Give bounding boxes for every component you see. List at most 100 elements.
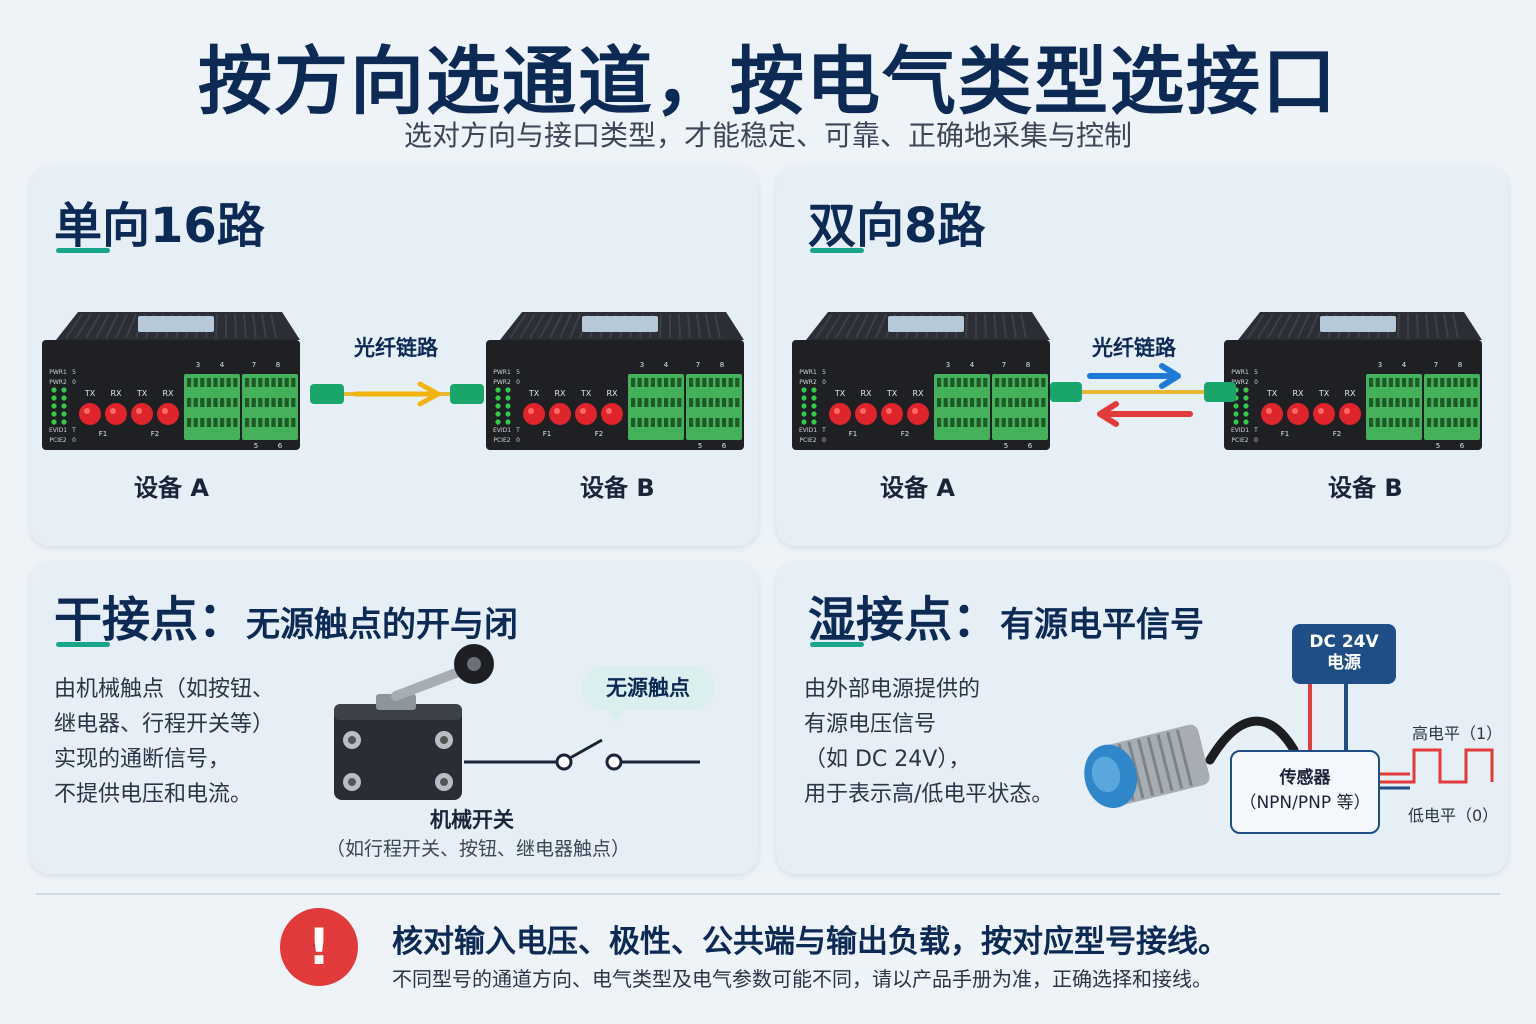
terminal-number: 8 — [276, 361, 280, 369]
fiber-port-label: F2 — [595, 430, 603, 438]
status-led — [51, 387, 57, 393]
panel-wet-contact — [776, 562, 1508, 874]
device-b-label-two-way: 设备 B — [1328, 474, 1403, 502]
led-digit: T — [1253, 427, 1258, 434]
fiber-port — [79, 403, 101, 425]
contact-switch-symbol — [464, 738, 700, 771]
status-led — [801, 419, 807, 425]
status-led — [61, 403, 67, 409]
terminal-number: 3 — [1378, 361, 1382, 369]
status-led — [801, 395, 807, 401]
status-led — [811, 403, 817, 409]
terminal-number: 6 — [1460, 442, 1465, 450]
panel-two-way-underline — [810, 248, 864, 253]
page-subtitle: 选对方向与接口类型，才能稳定、可靠、正确地采集与控制 — [403, 119, 1132, 152]
warning-icon: ! — [280, 908, 358, 986]
status-led — [51, 403, 57, 409]
limit-switch-icon — [334, 644, 494, 800]
terminal-number: 4 — [220, 361, 225, 369]
arrow-forward-icon — [1087, 363, 1181, 389]
port-label: RX — [606, 389, 618, 398]
dry-description: 由机械触点（如按钮、 继电器、行程开关等） 实现的通断信号， 不提供电压和电流。 — [54, 677, 275, 807]
status-led — [811, 387, 817, 393]
wet-wiring — [1084, 678, 1494, 808]
led-label: PWR1 — [799, 369, 817, 376]
led-label: EVID1 — [1231, 427, 1249, 434]
terminal-block — [1424, 374, 1480, 440]
panel-wet-subtitle: 有源电平信号 — [1000, 605, 1205, 645]
led-digit: T — [71, 427, 76, 434]
terminal-number: 5 — [698, 442, 702, 450]
status-led — [51, 411, 57, 417]
fiber-port-label: F2 — [901, 430, 909, 438]
port-label: RX — [110, 389, 122, 398]
port-label: TX — [886, 389, 898, 398]
status-led — [61, 387, 67, 393]
port-label: RX — [1292, 389, 1304, 398]
led-digit: 0 — [72, 379, 76, 386]
port-label: RX — [554, 389, 566, 398]
switch-detail: （如行程开关、按钮、继电器触点） — [326, 838, 631, 860]
switch-name: 机械开关 — [430, 808, 514, 832]
low-level-label: 低电平（0） — [1408, 806, 1499, 825]
panel-wet-underline — [810, 642, 864, 647]
fiber-port-label: F1 — [543, 430, 551, 438]
led-label: PCIE2 — [799, 437, 816, 444]
terminal-number: 4 — [664, 361, 669, 369]
terminal-number: 6 — [1028, 442, 1033, 450]
led-label: PCIE2 — [493, 437, 510, 444]
terminal-block — [934, 374, 990, 440]
fiber-port — [829, 403, 851, 425]
status-led — [811, 411, 817, 417]
fiber-port — [549, 403, 571, 425]
status-led — [51, 395, 57, 401]
fiber-port-label: F2 — [1333, 430, 1341, 438]
led-digit: T — [821, 427, 826, 434]
led-digit: 5 — [822, 369, 826, 376]
port-label: TX — [1266, 389, 1278, 398]
led-digit: 0 — [1254, 437, 1258, 444]
terminal-number: 5 — [1436, 442, 1440, 450]
terminal-number: 5 — [254, 442, 258, 450]
status-led — [1233, 403, 1239, 409]
terminal-number: 3 — [196, 361, 200, 369]
high-level-label: 高电平（1） — [1412, 724, 1503, 743]
terminal-block — [242, 374, 298, 440]
terminal-block — [992, 374, 1048, 440]
terminal-number: 7 — [1002, 361, 1006, 369]
led-label: PWR2 — [493, 379, 511, 386]
port-label: TX — [580, 389, 592, 398]
port-label: TX — [136, 389, 148, 398]
status-led — [61, 419, 67, 425]
port-label: TX — [84, 389, 96, 398]
dc-power-box: DC 24V 电源 — [1292, 624, 1396, 684]
status-led — [505, 395, 511, 401]
terminal-number: 4 — [1402, 361, 1407, 369]
panel-one-way-underline — [56, 248, 110, 253]
port-label: RX — [860, 389, 872, 398]
panel-two-way-title: 双向8路 — [808, 198, 986, 254]
fiber-port — [523, 403, 545, 425]
fiber-label-one-way: 光纤链路 — [354, 336, 438, 360]
status-led — [495, 395, 501, 401]
status-led — [505, 403, 511, 409]
status-led — [61, 411, 67, 417]
fiber-port-label: F1 — [1281, 430, 1289, 438]
status-led — [801, 387, 807, 393]
status-led — [495, 403, 501, 409]
port-label: RX — [1344, 389, 1356, 398]
fiber-port — [1313, 403, 1335, 425]
fiber-port — [1261, 403, 1283, 425]
status-led — [1243, 419, 1249, 425]
panel-wet-title: 湿接点：有源电平信号 — [808, 592, 1205, 648]
fiber-port — [855, 403, 877, 425]
led-label: PCIE2 — [1231, 437, 1248, 444]
fiber-port-label: F2 — [151, 430, 159, 438]
terminal-number: 7 — [252, 361, 256, 369]
led-label: PWR1 — [49, 369, 67, 376]
